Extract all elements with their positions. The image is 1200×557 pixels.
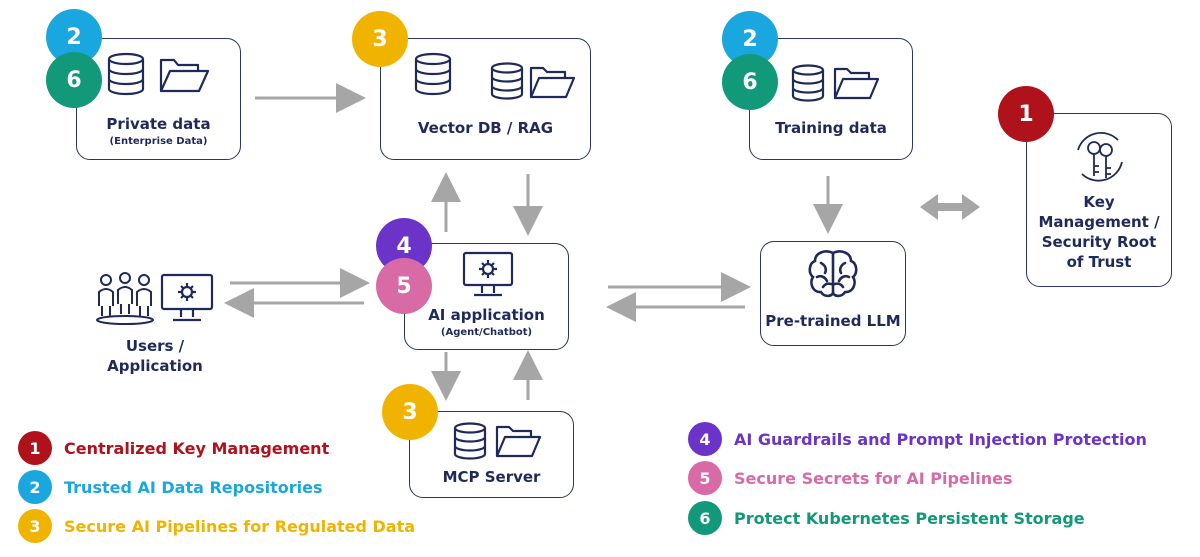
training-data-box: Training data <box>749 38 913 160</box>
ai-application-label: AI application <box>428 306 545 324</box>
badge-5-app: 5 <box>376 258 432 314</box>
legend-text-6: Protect Kubernetes Persistent Storage <box>734 508 1085 528</box>
monitor-gear-icon <box>462 251 514 297</box>
mcp-server-label: MCP Server <box>442 468 541 486</box>
legend-item-5: 5 Secure Secrets for AI Pipelines <box>688 461 1012 495</box>
users-icon <box>96 272 154 325</box>
ai-application-sub: (Agent/Chatbot) <box>440 327 533 338</box>
badge-3-mcp: 3 <box>382 384 438 440</box>
folder-icon <box>159 58 210 93</box>
key-line-2: Management / <box>1038 213 1160 231</box>
badge-2-private: 2 <box>46 9 102 65</box>
legend-dot-4: 4 <box>688 422 722 456</box>
legend-text-2: Trusted AI Data Repositories <box>64 477 323 497</box>
private-data-box: Private data (Enterprise Data) <box>76 38 241 160</box>
llm-label: Pre-trained LLM <box>765 312 901 330</box>
users-label: Users / Application <box>90 336 220 376</box>
training-data-label: Training data <box>775 119 887 137</box>
legend-item-3: 3 Secure AI Pipelines for Regulated Data <box>18 509 415 543</box>
ai-application-box: AI application (Agent/Chatbot) <box>404 243 569 350</box>
folder-icon <box>833 67 880 100</box>
legend-text-4: AI Guardrails and Prompt Injection Prote… <box>734 429 1147 449</box>
legend-dot-5: 5 <box>688 461 722 495</box>
key-line-1: Key <box>1083 193 1115 211</box>
key-management-label: Key Management / Security Root of Trust <box>1027 192 1171 272</box>
legend-text-5: Secure Secrets for AI Pipelines <box>734 468 1013 488</box>
legend-item-6: 6 Protect Kubernetes Persistent Storage <box>688 501 1085 535</box>
legend-item-2: 2 Trusted AI Data Repositories <box>18 470 323 504</box>
brain-icon <box>808 250 858 298</box>
database-icon <box>490 62 524 100</box>
legend-text-1: Centralized Key Management <box>64 438 330 458</box>
legend-item-4: 4 AI Guardrails and Prompt Injection Pro… <box>688 422 1147 456</box>
key-line-4: of Trust <box>1066 253 1132 271</box>
private-data-label: Private data <box>106 115 211 133</box>
folder-icon <box>495 425 542 458</box>
legend-text-3: Secure AI Pipelines for Regulated Data <box>64 516 416 536</box>
database-icon <box>107 52 145 96</box>
badge-3-vector: 3 <box>352 11 408 67</box>
key-line-3: Security Root <box>1041 233 1157 251</box>
mcp-server-box: MCP Server <box>409 411 574 498</box>
monitor-gear-icon <box>160 273 214 322</box>
database-icon <box>414 52 452 96</box>
key-management-box: Key Management / Security Root of Trust <box>1026 113 1172 287</box>
folder-icon <box>529 66 576 99</box>
users-line-1: Users / <box>125 337 185 355</box>
vector-db-label: Vector DB / RAG <box>417 119 554 137</box>
database-icon <box>453 422 487 460</box>
arrow-llm-key-bidirectional <box>920 194 980 220</box>
legend-dot-6: 6 <box>688 501 722 535</box>
database-icon <box>791 64 825 102</box>
keys-icon <box>1077 132 1123 182</box>
badge-1-key: 1 <box>998 86 1054 142</box>
legend-dot-2: 2 <box>18 470 52 504</box>
private-data-sub: (Enterprise Data) <box>109 136 208 147</box>
badge-6-training: 6 <box>722 54 778 110</box>
legend-dot-1: 1 <box>18 431 52 465</box>
legend-dot-3: 3 <box>18 509 52 543</box>
legend-item-1: 1 Centralized Key Management <box>18 431 329 465</box>
users-line-2: Application <box>107 357 203 375</box>
badge-6-private: 6 <box>46 52 102 108</box>
